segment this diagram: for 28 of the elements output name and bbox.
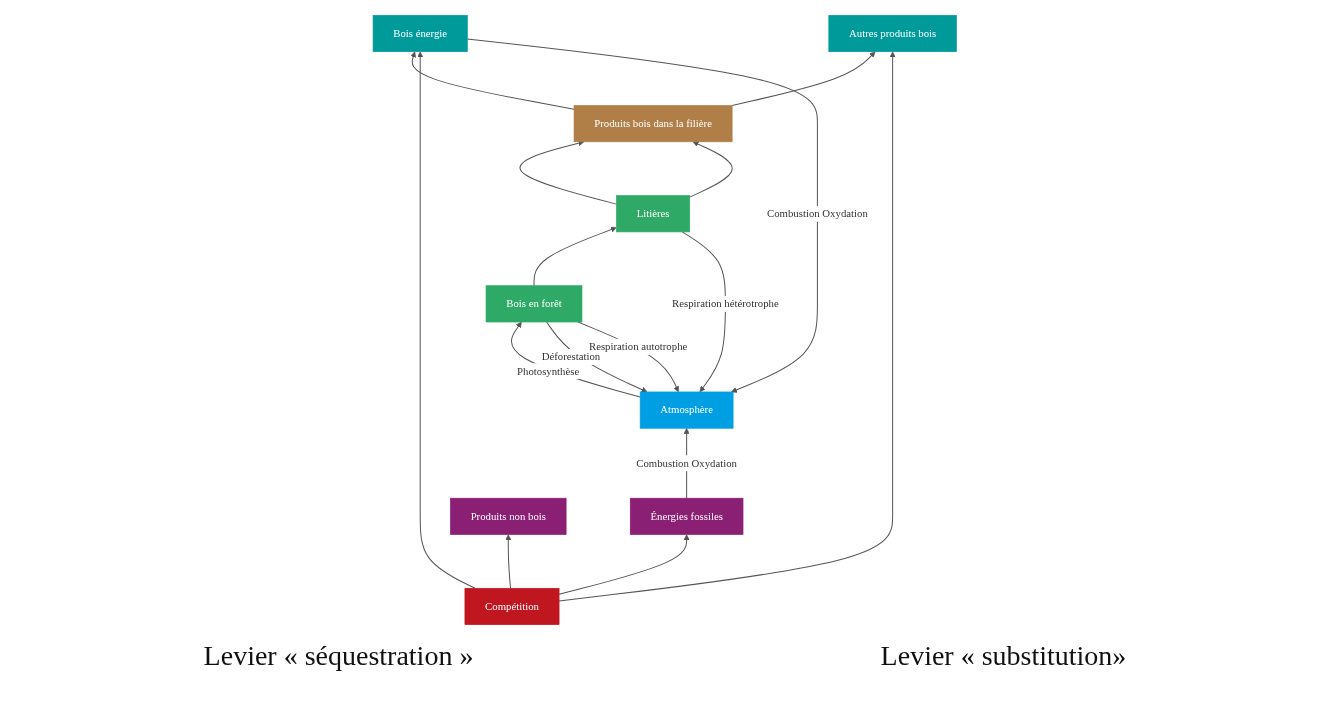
node-box: Atmosphère [640, 391, 734, 429]
edge-label: Combustion Oxydation [767, 207, 868, 220]
node-box: Bois en forêt [485, 285, 583, 323]
arrow [681, 231, 727, 393]
arrow [533, 226, 617, 287]
lever-caption: Levier « substitution» [880, 640, 1127, 672]
node-box: Produits bois dans la filière [573, 105, 733, 143]
arrow [511, 321, 641, 398]
arrow [519, 140, 618, 205]
lever-caption: Levier « séquestration » [203, 640, 474, 672]
node-box: Compétition [464, 587, 560, 625]
node-box: Bois énergie [372, 15, 468, 53]
arrow [410, 51, 575, 110]
arrow [558, 51, 896, 602]
node-box: Litières [616, 195, 691, 233]
edge-label: Combustion Oxydation [636, 457, 738, 469]
arrow [505, 534, 512, 589]
node-box: Autres produits bois [828, 15, 957, 53]
arrow [558, 534, 690, 595]
node-box: Produits non bois [450, 497, 567, 535]
edge-label: Déforestation [541, 350, 601, 363]
node-box: Énergies fossiles [630, 497, 744, 535]
edge-label: Respiration hétérotrophe [672, 297, 779, 310]
edge-label: Respiration autotrophe [589, 340, 688, 353]
arrow [417, 51, 476, 589]
edge-label: Photosynthèse [517, 365, 580, 377]
arrow [731, 51, 876, 106]
arrow [689, 141, 733, 198]
